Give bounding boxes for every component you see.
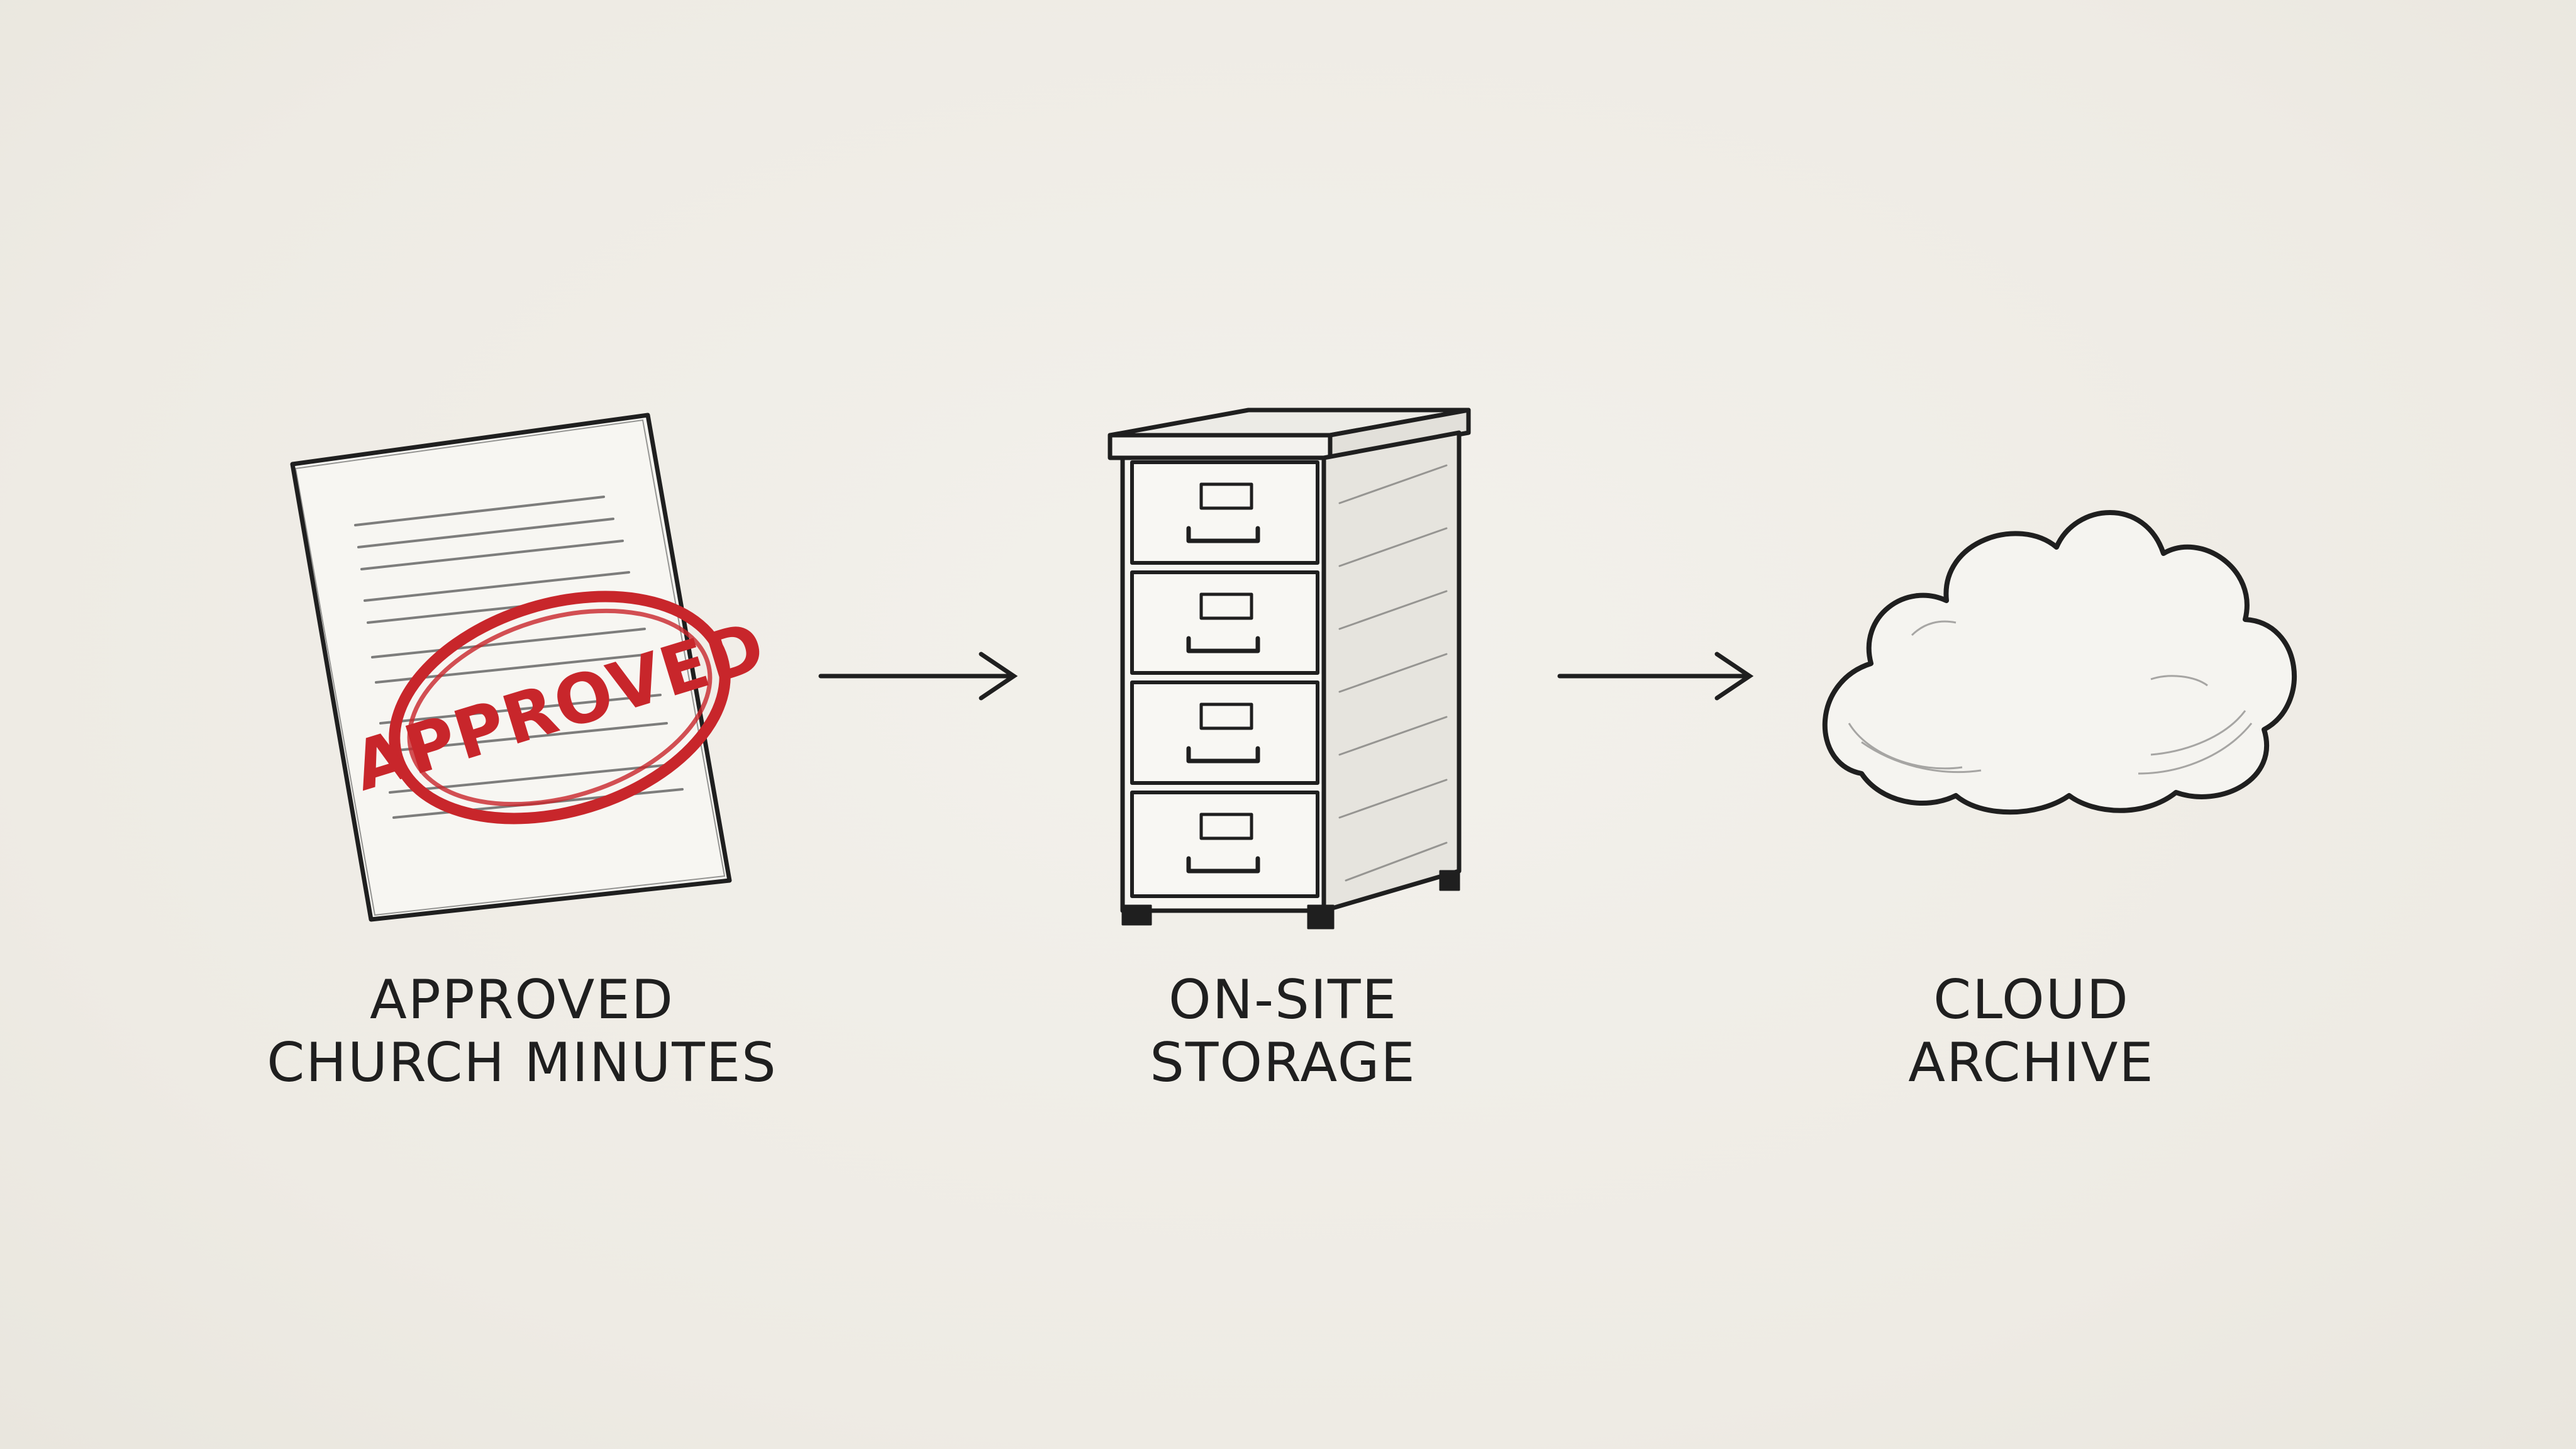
label-line: ARCHIVE (1908, 1031, 2155, 1094)
cabinet-side-shading (1338, 464, 1448, 882)
cabinet-drawers (1130, 460, 1319, 898)
cloud-shading (1848, 620, 2253, 775)
label-line: CLOUD (1933, 969, 2129, 1031)
label-line: STORAGE (1150, 1031, 1416, 1094)
label-approved-church-minutes: APPROVED CHURCH MINUTES (239, 969, 805, 1094)
label-line: ON-SITE (1169, 969, 1397, 1031)
label-line: CHURCH MINUTES (267, 1031, 777, 1094)
cabinet-feet (1121, 870, 1460, 930)
cabinet-handles (1186, 526, 1260, 874)
stamped-document-icon: APPROVED (290, 413, 775, 922)
flow-arrow-2 (1557, 652, 1754, 701)
cloud-icon (1822, 510, 2297, 815)
flow-arrow-1 (818, 652, 1018, 701)
cabinet-label-holders (1199, 482, 1253, 840)
label-on-site-storage: ON-SITE STORAGE (1000, 969, 1566, 1094)
label-line: APPROVED (370, 969, 674, 1031)
filing-cabinet-icon (1108, 408, 1471, 930)
label-cloud-archive: CLOUD ARCHIVE (1748, 969, 2314, 1094)
